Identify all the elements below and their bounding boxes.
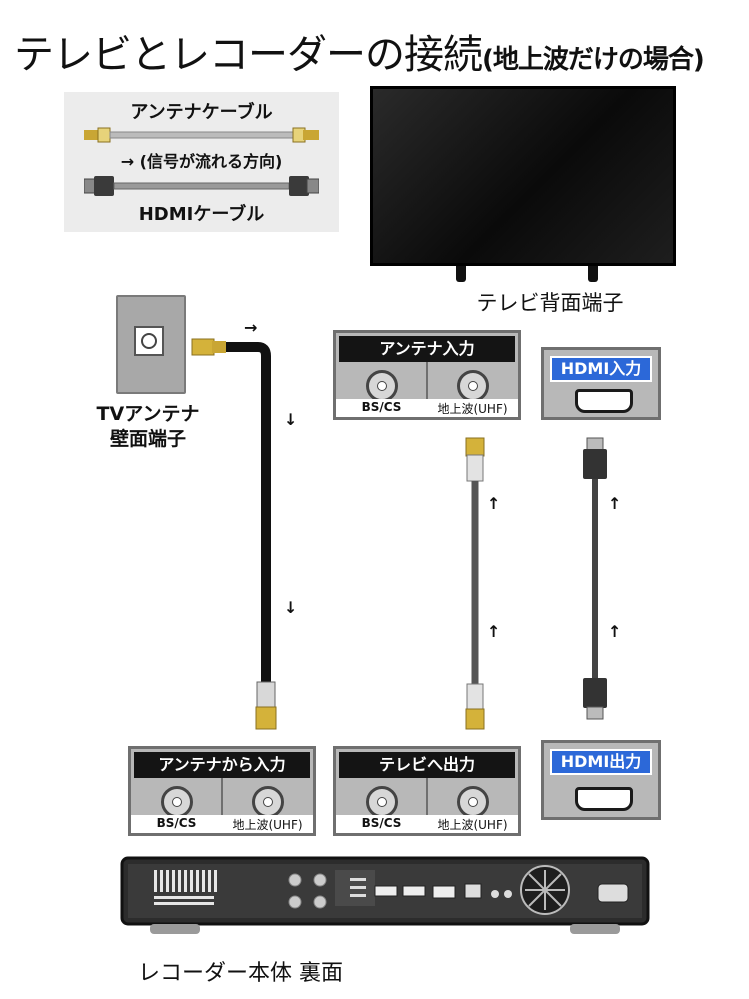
signal-arrow-right: →: [244, 318, 257, 337]
recorder-in-bs-cs-label: BS/CS: [131, 816, 222, 830]
signal-arrow-up: ↑: [487, 622, 500, 641]
signal-arrow-down: ↓: [284, 598, 297, 617]
recorder-back-caption: レコーダー本体 裏面: [138, 955, 343, 987]
recorder-hdmi-port-icon: [575, 787, 633, 811]
recorder-to-tv-hdmi-cable: [583, 438, 607, 719]
wall-to-recorder-antenna-cable: [192, 339, 276, 729]
recorder-tv-output-panel: テレビへ出力 BS/CS 地上波(UHF): [333, 746, 521, 836]
recorder-back-panel-image: [120, 856, 650, 936]
recorder-antenna-input-header: アンテナから入力: [134, 752, 310, 778]
signal-arrow-up: ↑: [487, 494, 500, 513]
recorder-out-uhf-label: 地上波(UHF): [427, 816, 518, 833]
port-label-strip: BS/CS 地上波(UHF): [131, 815, 313, 833]
port-label-strip: BS/CS 地上波(UHF): [336, 815, 518, 833]
recorder-to-tv-antenna-cable: [466, 438, 484, 729]
port-divider: [221, 778, 223, 815]
recorder-tv-output-header: テレビへ出力: [339, 752, 515, 778]
signal-arrow-up: ↑: [608, 622, 621, 641]
signal-arrow-down: ↓: [284, 410, 297, 429]
recorder-in-uhf-port-icon: [252, 786, 284, 818]
recorder-hdmi-output-header: HDMI出力: [550, 749, 652, 775]
recorder-in-bs-cs-port-icon: [161, 786, 193, 818]
recorder-out-bs-cs-port-icon: [366, 786, 398, 818]
recorder-in-uhf-label: 地上波(UHF): [222, 816, 313, 833]
recorder-hdmi-output-panel: HDMI出力: [541, 740, 661, 820]
recorder-antenna-input-panel: アンテナから入力 BS/CS 地上波(UHF): [128, 746, 316, 836]
recorder-out-bs-cs-label: BS/CS: [336, 816, 427, 830]
signal-arrow-up: ↑: [608, 494, 621, 513]
port-divider: [426, 778, 428, 815]
recorder-out-uhf-port-icon: [457, 786, 489, 818]
